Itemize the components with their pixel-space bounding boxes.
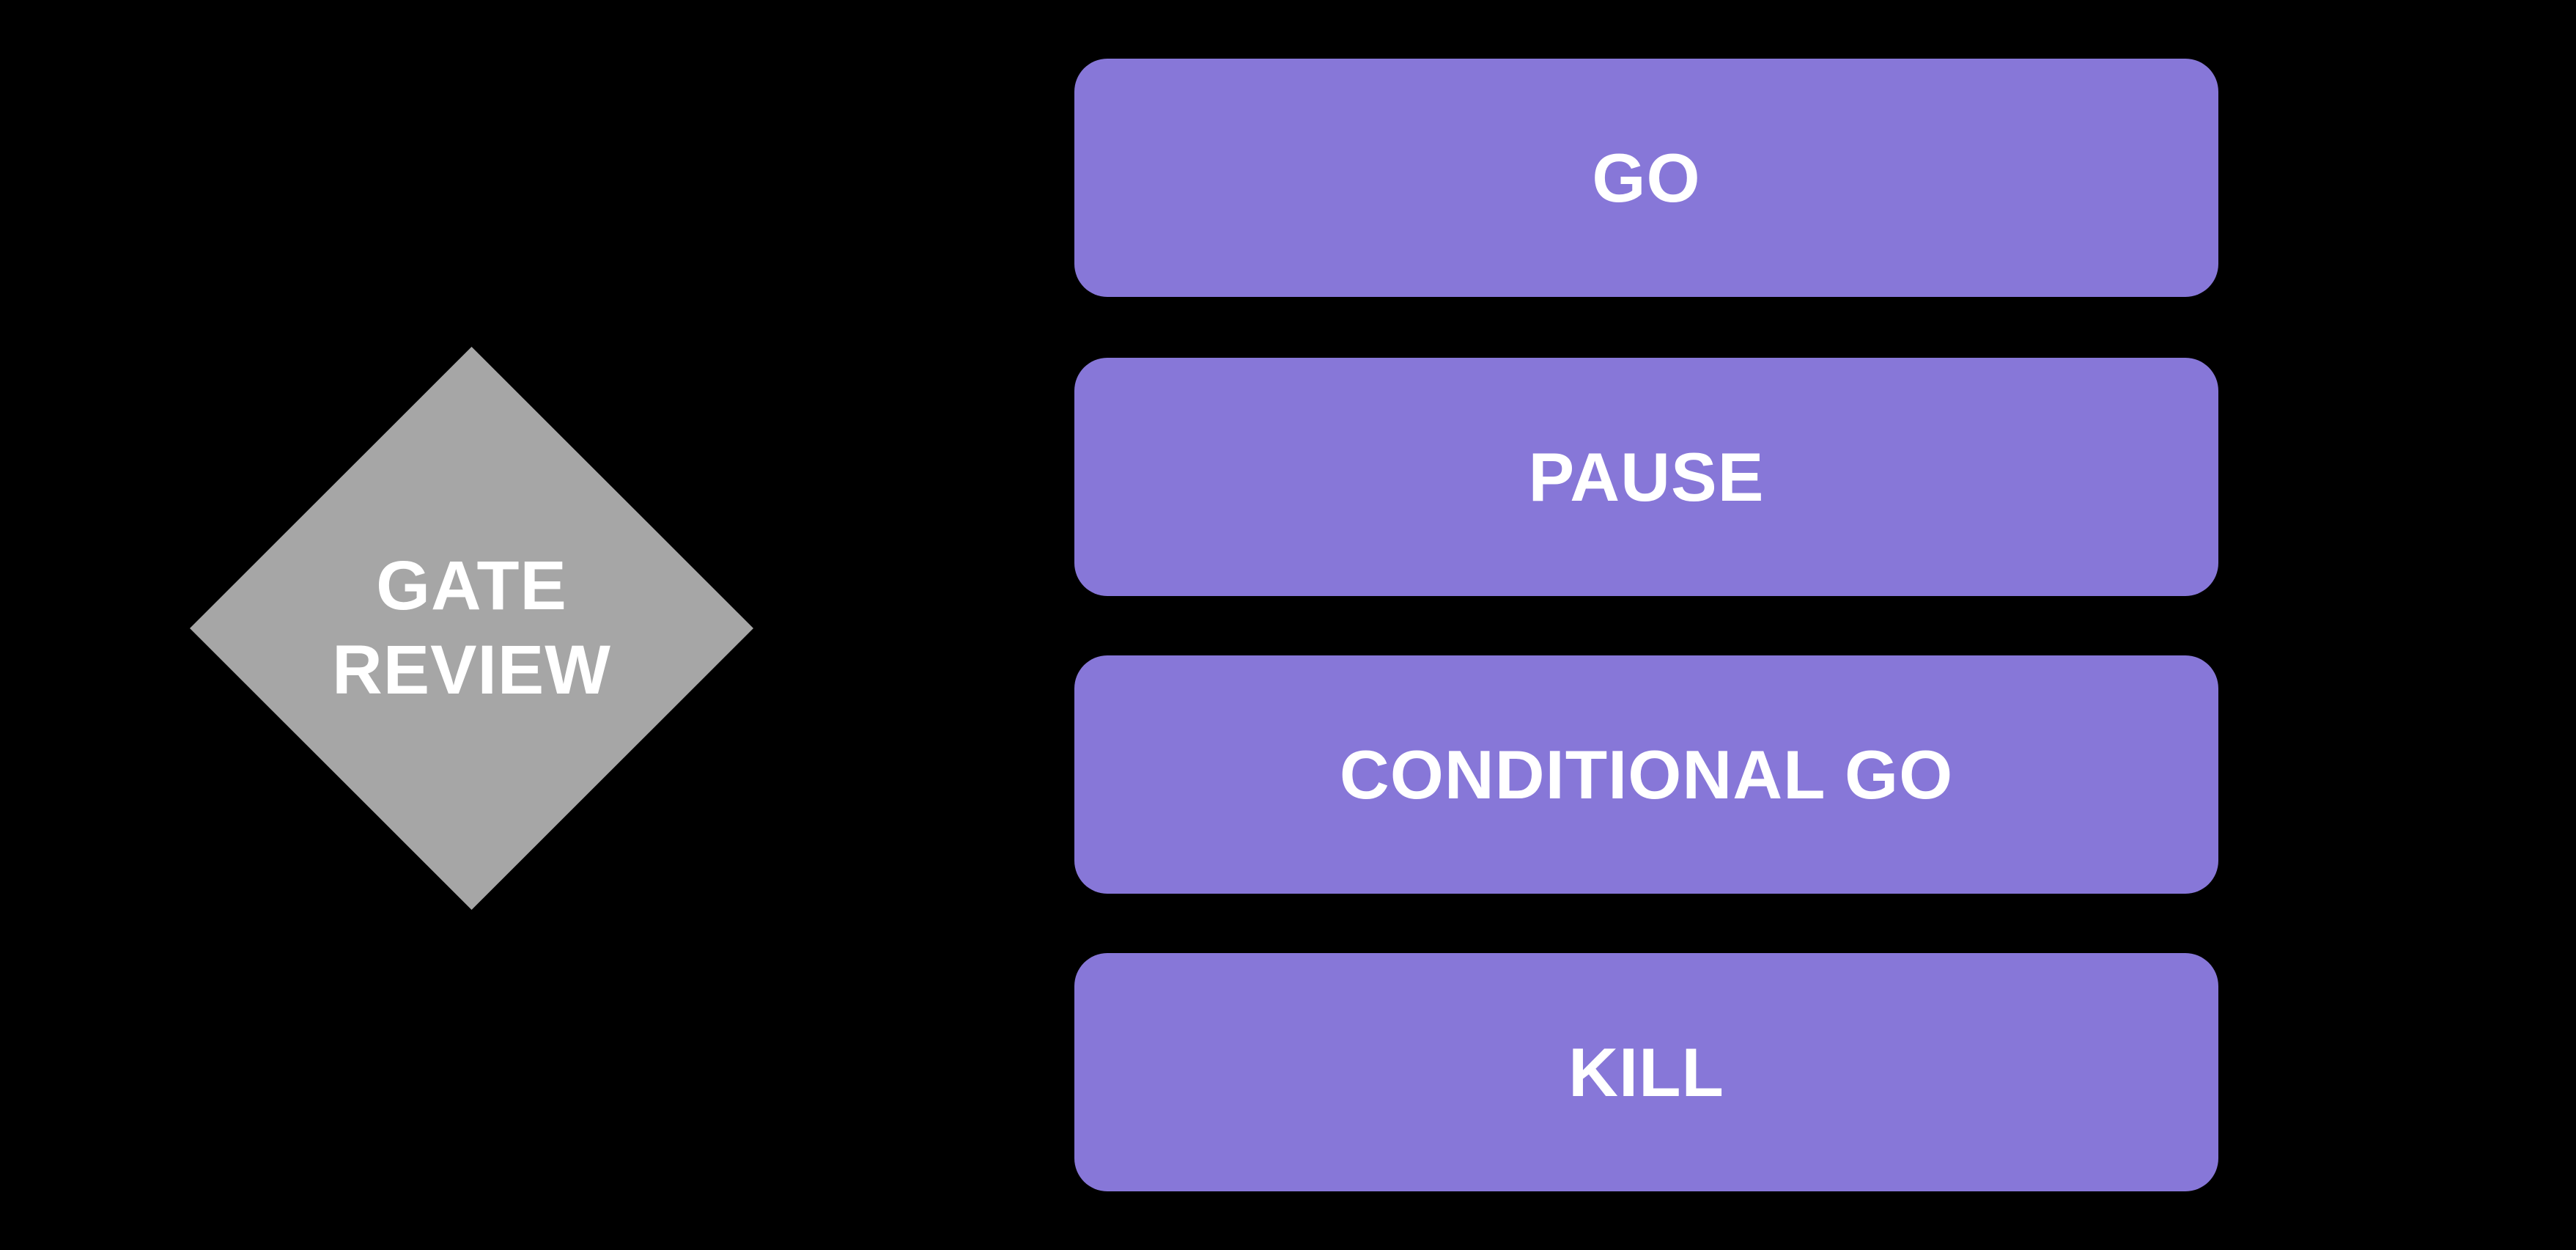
outcome-box-pause: PAUSE [1074,358,2218,596]
outcome-label-go: GO [1592,139,1701,216]
outcome-label-kill: KILL [1568,1033,1724,1111]
gate-review-diamond: GATE REVIEW [190,347,753,910]
outcome-label-conditional-go: CONDITIONAL GO [1339,735,1954,813]
outcome-box-conditional-go: CONDITIONAL GO [1074,655,2218,894]
gate-review-label-line1: GATE [376,547,567,625]
outcome-label-pause: PAUSE [1528,438,1765,515]
gate-review-label-line2: REVIEW [332,631,611,709]
outcome-box-go: GO [1074,59,2218,297]
gate-review-label: GATE REVIEW [332,544,611,713]
outcome-box-kill: KILL [1074,953,2218,1191]
